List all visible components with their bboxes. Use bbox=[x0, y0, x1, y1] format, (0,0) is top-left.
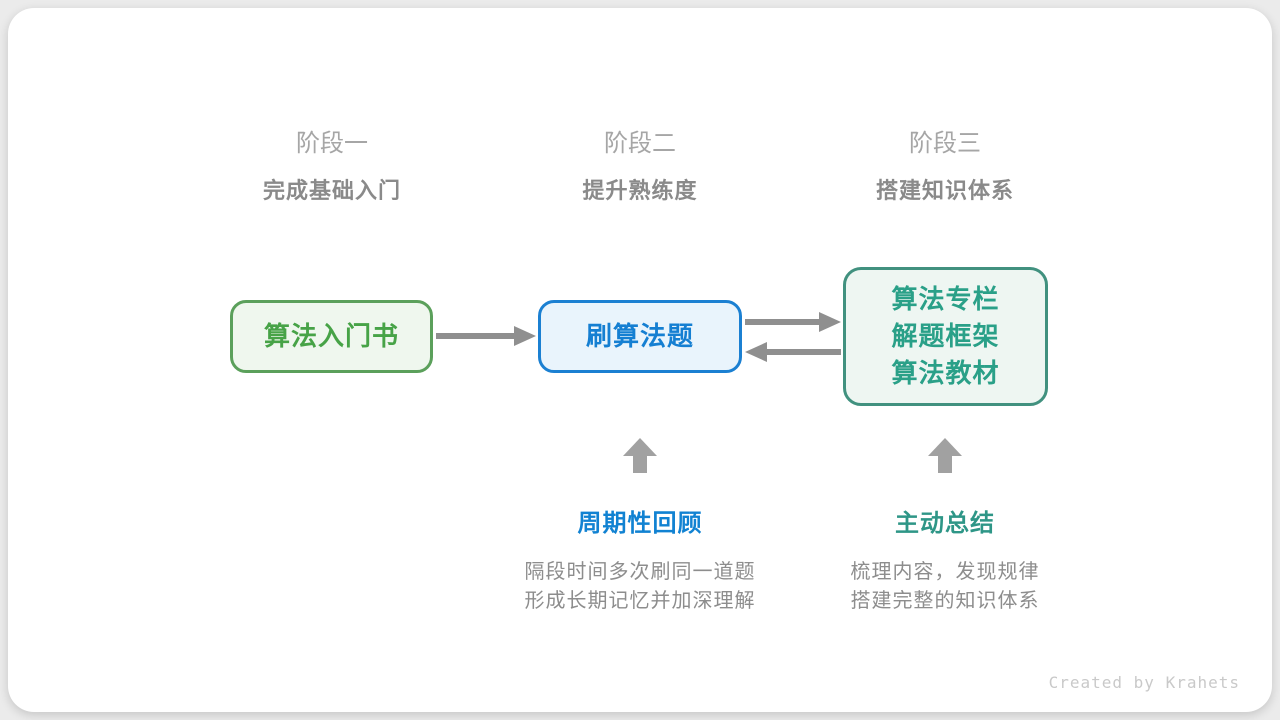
node-resource-line-2: 解题框架 bbox=[891, 321, 1000, 351]
arrow-node1-to-node2-icon bbox=[436, 326, 536, 346]
node-knowledge-resources: 算法专栏 解题框架 算法教材 bbox=[843, 267, 1048, 406]
desc-line-1: 隔段时间多次刷同一道题 bbox=[524, 561, 756, 583]
stage-2-subtitle: 提升熟练度 bbox=[582, 178, 698, 203]
diagram-card: 阶段一 完成基础入门 阶段二 提升熟练度 阶段三 搭建知识体系 算法入门书 刷算… bbox=[8, 8, 1272, 712]
stage-2-label: 阶段二 bbox=[604, 130, 676, 157]
node-resource-line-1: 算法专栏 bbox=[891, 284, 1000, 314]
credit-text: Created by Krahets bbox=[1048, 673, 1240, 692]
up-arrow-summary-icon bbox=[928, 438, 962, 473]
stage-2-header: 阶段二 提升熟练度 bbox=[530, 128, 750, 206]
desc-line-2: 形成长期记忆并加深理解 bbox=[524, 590, 756, 612]
node-practice-problems-label: 刷算法题 bbox=[585, 321, 694, 351]
annotation-periodic-review-desc: 隔段时间多次刷同一道题 形成长期记忆并加深理解 bbox=[480, 558, 800, 616]
arrow-node3-to-node2-icon bbox=[745, 342, 841, 362]
annotation-active-summary: 主动总结 梳理内容，发现规律 搭建完整的知识体系 bbox=[785, 508, 1105, 616]
annotation-periodic-review: 周期性回顾 隔段时间多次刷同一道题 形成长期记忆并加深理解 bbox=[480, 508, 800, 616]
arrow-head bbox=[514, 326, 536, 346]
up-arrow-head bbox=[928, 438, 962, 456]
up-arrow-review-icon bbox=[623, 438, 657, 473]
arrow-head bbox=[819, 312, 841, 332]
stage-3-subtitle: 搭建知识体系 bbox=[875, 178, 1014, 203]
stage-3-header: 阶段三 搭建知识体系 bbox=[835, 128, 1055, 206]
desc-line-2: 搭建完整的知识体系 bbox=[850, 590, 1040, 612]
annotation-periodic-review-title: 周期性回顾 bbox=[577, 510, 703, 537]
node-intro-book: 算法入门书 bbox=[230, 300, 433, 373]
annotation-active-summary-title: 主动总结 bbox=[895, 510, 995, 537]
up-arrow-stem bbox=[633, 456, 647, 473]
stage-1-header: 阶段一 完成基础入门 bbox=[222, 128, 442, 206]
arrow-head bbox=[745, 342, 767, 362]
arrow-stem bbox=[436, 333, 520, 339]
node-resource-line-3: 算法教材 bbox=[891, 358, 1000, 388]
arrow-stem bbox=[745, 319, 825, 325]
up-arrow-head bbox=[623, 438, 657, 456]
desc-line-1: 梳理内容，发现规律 bbox=[850, 561, 1040, 583]
node-practice-problems: 刷算法题 bbox=[538, 300, 742, 373]
stage-3-label: 阶段三 bbox=[909, 130, 981, 157]
stage-1-subtitle: 完成基础入门 bbox=[262, 178, 401, 203]
arrow-node2-to-node3-icon bbox=[745, 312, 841, 332]
annotation-active-summary-desc: 梳理内容，发现规律 搭建完整的知识体系 bbox=[785, 558, 1105, 616]
stage-1-label: 阶段一 bbox=[296, 130, 368, 157]
up-arrow-stem bbox=[938, 456, 952, 473]
node-intro-book-label: 算法入门书 bbox=[263, 321, 399, 351]
arrow-stem bbox=[761, 349, 841, 355]
